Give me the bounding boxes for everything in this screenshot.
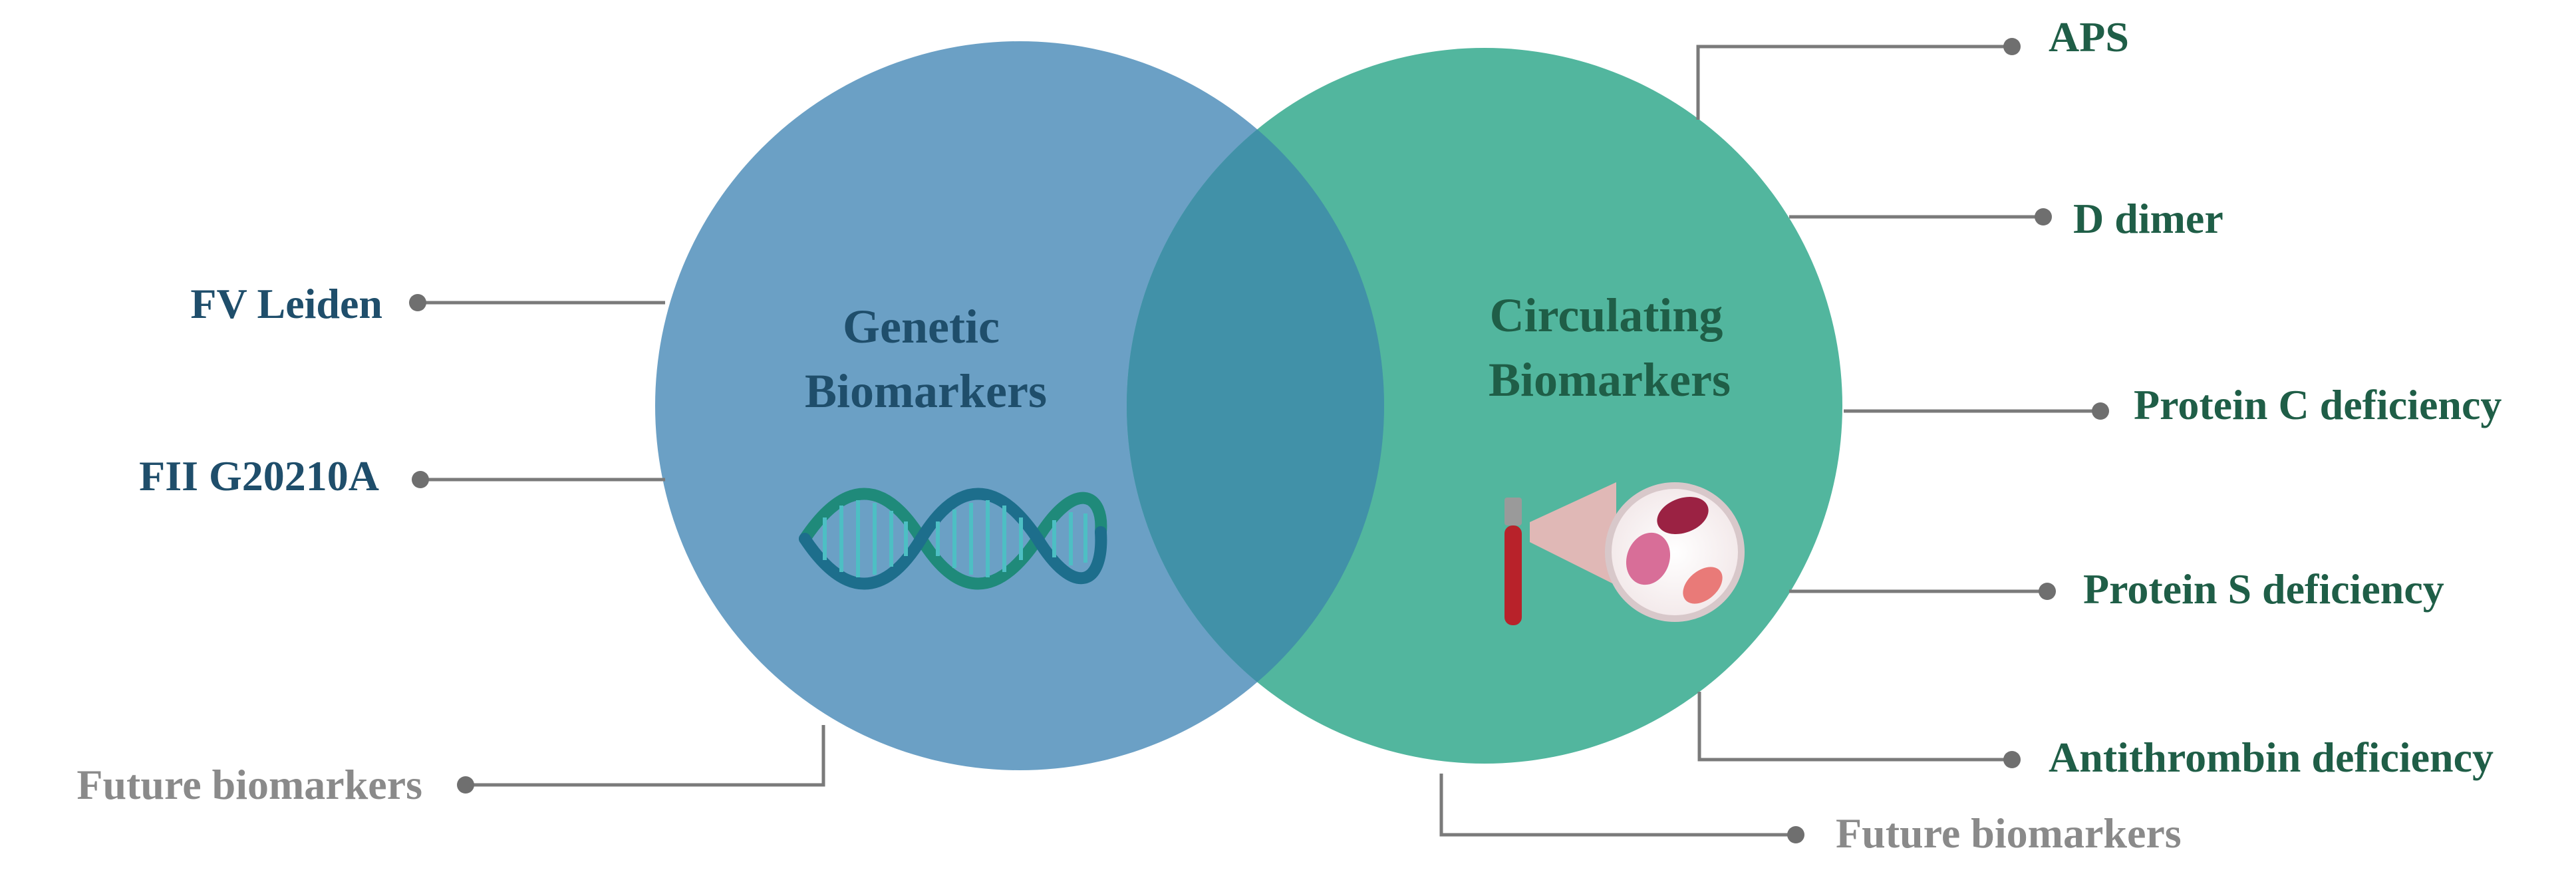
connector-aps: [1696, 38, 2021, 120]
label-d-dimer: D dimer: [2073, 195, 2223, 242]
genetic-title-line2: Biomarkers: [805, 365, 1047, 418]
connector-antithrombin: [1697, 692, 2021, 768]
label-fii-g20210a: FII G20210A: [139, 452, 379, 500]
dna-icon: [799, 488, 1107, 590]
label-protein-c: Protein C deficiency: [2134, 381, 2502, 428]
circulating-title-line1: Circulating: [1490, 289, 1723, 342]
connector-protein-s: [1789, 583, 2056, 600]
blood-tube-cells-icon: [1504, 482, 1745, 625]
connector-fii: [412, 471, 665, 488]
connector-fv-leiden: [409, 294, 665, 311]
label-genetic-future: Future biomarkers: [76, 761, 422, 808]
label-protein-s: Protein S deficiency: [2083, 565, 2444, 613]
circulating-title-line2: Biomarkers: [1489, 353, 1731, 406]
connector-protein-c: [1844, 402, 2109, 420]
label-circ-future: Future biomarkers: [1836, 809, 2182, 857]
overlap-region: [1127, 48, 1384, 764]
label-aps: APS: [2049, 13, 2129, 61]
label-antithrombin: Antithrombin deficiency: [2049, 734, 2494, 781]
genetic-title-line1: Genetic: [843, 300, 1000, 353]
label-fv-leiden: FV Leiden: [190, 280, 382, 327]
connector-genetic-future: [457, 725, 825, 794]
connector-circ-future: [1439, 774, 1804, 843]
connector-d-dimer: [1789, 208, 2052, 225]
